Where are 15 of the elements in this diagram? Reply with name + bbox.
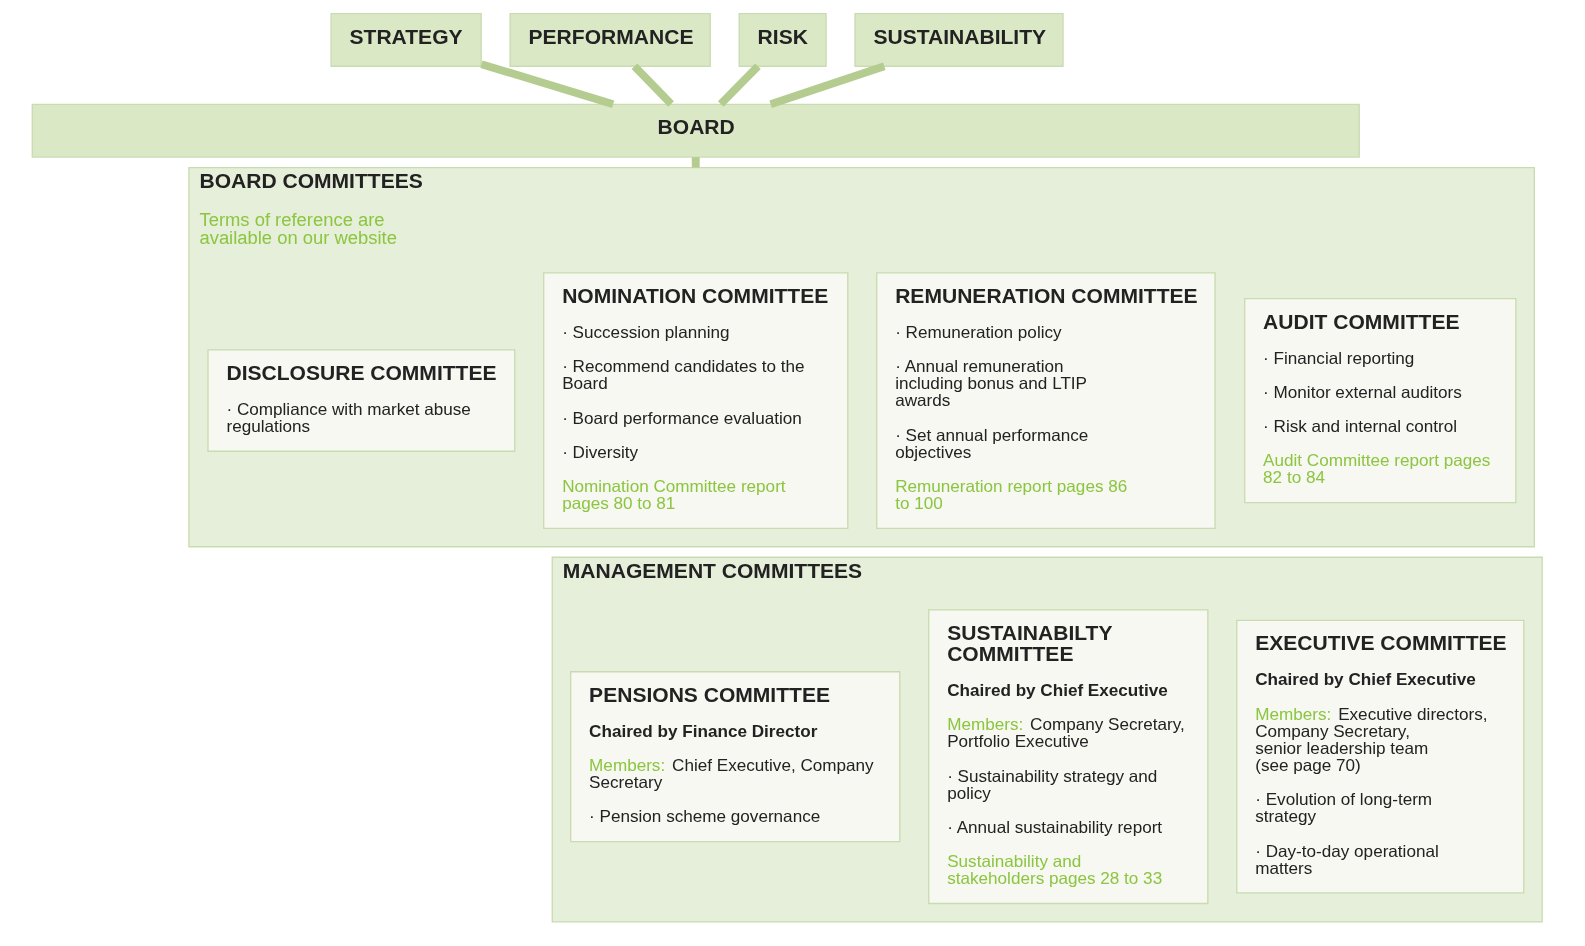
node-box: PERFORMANCE [509, 12, 711, 67]
node-box: AUDIT COMMITTEE · Financial reporting · Monitor external auditors · Risk and internal control Audit Committee report pages 82 to 84 [1244, 297, 1517, 504]
node-box: DISCLOSURE COMMITTEE · Compliance with market abuse regulations [207, 349, 516, 452]
connector [691, 157, 700, 168]
connector [717, 63, 761, 107]
node-box: RISK [738, 12, 827, 67]
node-box: SUSTAINABILITY [854, 12, 1064, 67]
node-box: NOMINATION COMMITTEE · Succession planning · Recommend candidates to the Board · Board performance evaluation · Diversity Nomination Committee report pages 80 to 81 [543, 272, 849, 529]
node-box: SUSTAINABILTY COMMITTEE Chaired by Chief Executive Members: Company Secretary, Portfolio Executive · Sustainability strategy and policy · Annual sustainability report Sustainability and stakeholders pages 28 to 33 [928, 609, 1209, 905]
connector [631, 63, 674, 107]
node-box: REMUNERATION COMMITTEE · Remuneration policy · Annual remuneration including bonus and LTIP awards · Set annual performance objectives Remuneration report pages 86 to 100 [876, 272, 1216, 529]
node-box: BOARD [31, 103, 1360, 158]
node-box: STRATEGY [330, 12, 482, 67]
node-box: EXECUTIVE COMMITTEE Chaired by Chief Executive Members: Executive directors, Company Secretary, senior leadership team (see page 70) · Evolution of long-term strategy · Day-to-day operational matters [1236, 619, 1525, 894]
node-box: PENSIONS COMMITTEE Chaired by Finance Director Members: Chief Executive, Company Secretary · Pension scheme governance [570, 671, 901, 843]
